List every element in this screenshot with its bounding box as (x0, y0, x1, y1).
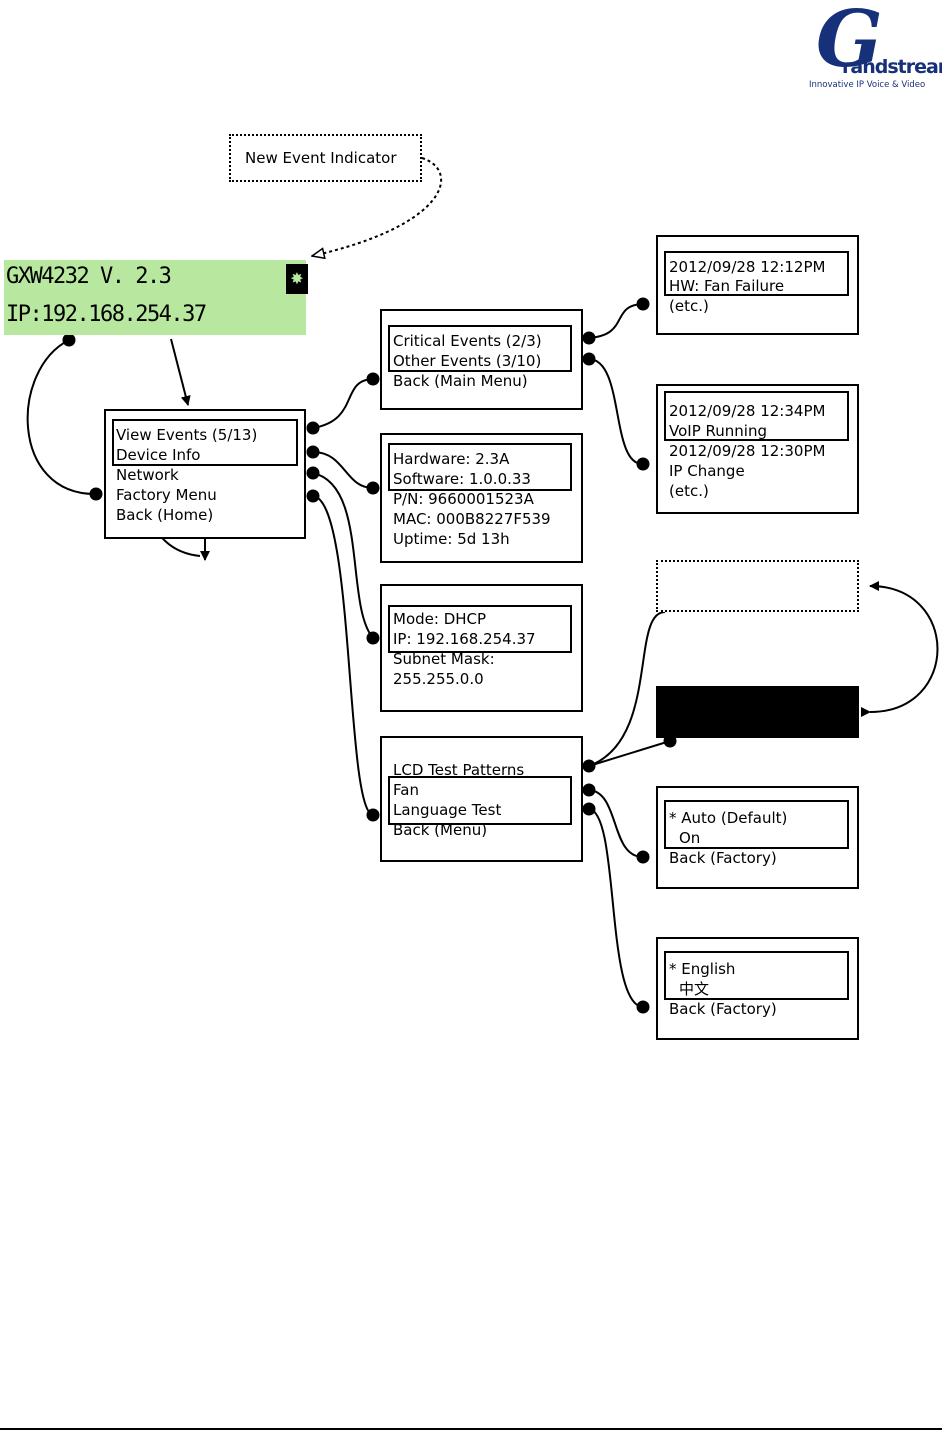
device-info-selection (388, 443, 572, 491)
wire-view-events (312, 378, 374, 429)
lcd-line-2: IP:192.168.254.37 (6, 302, 207, 327)
network-subnet-label: Subnet Mask: (393, 650, 495, 668)
other-event-2-time: 2012/09/28 12:30PM (669, 442, 826, 460)
other-event-1-desc: VoIP Running (669, 422, 767, 440)
sun-icon: ✸ (286, 264, 308, 294)
new-event-indicator-label: New Event Indicator (245, 149, 397, 167)
pattern-toggle-arc (860, 581, 939, 718)
events-menu-box: Critical Events (2/3) Other Events (3/10… (380, 309, 583, 410)
critical-event-desc: HW: Fan Failure (669, 277, 785, 295)
fan-option-on[interactable]: On (679, 829, 701, 847)
main-menu-box: View Events (5/13) Device Info Network F… (104, 409, 306, 539)
other-events-selection (664, 391, 849, 441)
network-subnet-value: 255.255.0.0 (393, 670, 484, 688)
events-menu-selection (388, 325, 572, 372)
lcd-pattern-black (656, 686, 859, 738)
factory-item-back[interactable]: Back (Menu) (393, 821, 488, 839)
device-info-box: Hardware: 2.3A Software: 1.0.0.33 P/N: 9… (380, 433, 583, 563)
fan-option-auto[interactable]: * Auto (Default) (669, 809, 788, 827)
lcd-screen: GXW4232 V. 2.3 IP:192.168.254.37 ✸ (4, 260, 308, 335)
network-info-selection (388, 605, 572, 653)
wire-network (312, 472, 374, 639)
language-menu-selection (664, 951, 849, 1000)
factory-menu-selection (388, 776, 572, 825)
wire-critical (588, 303, 644, 339)
device-info-uptime: Uptime: 5d 13h (393, 530, 510, 548)
device-info-software: Software: 1.0.0.33 (393, 470, 531, 488)
logo-tagline: Innovative IP Voice & Video (809, 80, 926, 90)
back-home-wire (26, 339, 97, 496)
other-event-1-time: 2012/09/28 12:34PM (669, 402, 826, 420)
page-bottom-rule (0, 1428, 942, 1430)
device-info-hardware: Hardware: 2.3A (393, 450, 510, 468)
menu-item-factory-menu[interactable]: Factory Menu (116, 486, 217, 504)
critical-events-selection (664, 251, 849, 296)
lcd-pattern-white (656, 560, 859, 612)
wire-factory (312, 495, 374, 816)
logo-wordmark: randstream (842, 56, 942, 78)
wire-other (588, 358, 644, 466)
events-item-back[interactable]: Back (Main Menu) (393, 372, 528, 390)
fan-menu-box: * Auto (Default) On Back (Factory) (656, 786, 859, 889)
device-info-pn: P/N: 9660001523A (393, 490, 534, 508)
wire-lcd-pattern-white (588, 611, 666, 767)
logo-letter: G (816, 0, 883, 85)
network-info-box: Mode: DHCP IP: 192.168.254.37 Subnet Mas… (380, 584, 583, 712)
network-ip: IP: 192.168.254.37 (393, 630, 536, 648)
fan-menu-selection (664, 800, 849, 849)
lcd-to-menu-arrow (170, 338, 191, 406)
lcd-line-1: GXW4232 V. 2.3 (6, 264, 172, 289)
menu-item-back-home[interactable]: Back (Home) (116, 506, 214, 524)
factory-menu-box: LCD Test Patterns Fan Language Test Back… (380, 736, 583, 862)
menu-item-network[interactable]: Network (116, 466, 179, 484)
events-item-critical[interactable]: Critical Events (2/3) (393, 332, 542, 350)
menu-item-view-events[interactable]: View Events (5/13) (116, 426, 258, 444)
main-menu-selection (112, 419, 298, 466)
factory-item-fan[interactable]: Fan (393, 781, 419, 799)
language-option-back[interactable]: Back (Factory) (669, 1000, 777, 1018)
events-item-other[interactable]: Other Events (3/10) (393, 352, 542, 370)
grandstream-logo: G randstream Innovative IP Voice & Video (806, 0, 942, 94)
new-event-indicator-box: New Event Indicator (229, 134, 422, 182)
indicator-arrow (312, 157, 443, 256)
fan-option-back[interactable]: Back (Factory) (669, 849, 777, 867)
factory-item-lcd-test[interactable]: LCD Test Patterns (393, 761, 525, 779)
menu-item-device-info[interactable]: Device Info (116, 446, 201, 464)
other-event-2-desc: IP Change (669, 462, 745, 480)
wire-fan (588, 789, 644, 858)
other-events-box: 2012/09/28 12:34PM VoIP Running 2012/09/… (656, 384, 859, 514)
other-event-more: (etc.) (669, 482, 709, 500)
wire-language (588, 808, 644, 1008)
critical-events-box: 2012/09/28 12:12PM HW: Fan Failure (etc.… (656, 235, 859, 335)
critical-event-time: 2012/09/28 12:12PM (669, 258, 826, 276)
network-mode: Mode: DHCP (393, 610, 487, 628)
wire-lcd-pattern-black (588, 740, 671, 767)
language-option-english[interactable]: * English (669, 960, 736, 978)
language-menu-box: * English 中文 Back (Factory) (656, 937, 859, 1040)
factory-item-language[interactable]: Language Test (393, 801, 502, 819)
critical-event-more: (etc.) (669, 297, 709, 315)
device-info-mac: MAC: 000B8227F539 (393, 510, 551, 528)
language-option-chinese[interactable]: 中文 (679, 980, 710, 998)
wire-device-info (312, 451, 374, 489)
